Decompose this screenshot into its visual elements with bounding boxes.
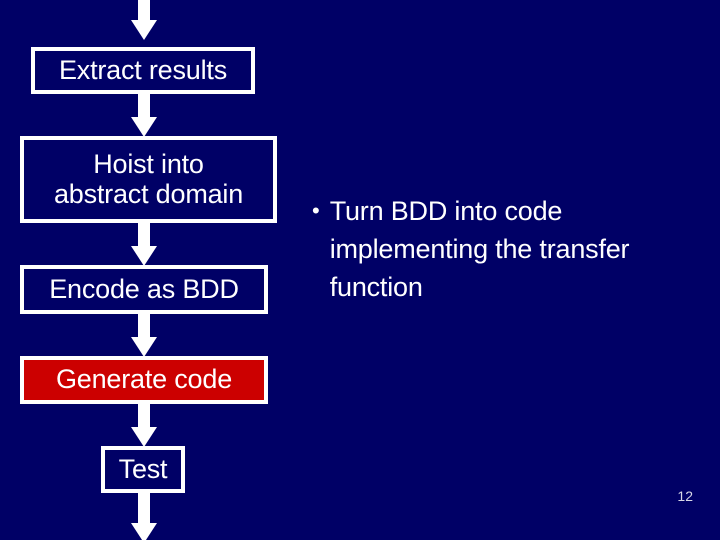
flowchart-node-hoist-into-abstract-domain[interactable]: Hoist into abstract domain: [20, 136, 277, 223]
arrow-shaft: [138, 314, 150, 337]
arrow-encode-as-bdd-to-generate-code: [131, 314, 157, 357]
arrow-out-of-test: [131, 493, 157, 540]
flowchart-node-generate-code[interactable]: Generate code: [20, 356, 268, 404]
arrow-generate-code-to-test: [131, 404, 157, 447]
flowchart-node-test[interactable]: Test: [101, 446, 185, 493]
arrow-head-down-icon: [131, 20, 157, 40]
arrow-extract-results-to-hoist: [131, 94, 157, 137]
page-number: 12: [677, 488, 693, 504]
bullet-marker-icon: •: [312, 198, 320, 223]
bullet-item-text: Turn BDD into code implementing the tran…: [329, 196, 630, 302]
arrow-head-down-icon: [131, 246, 157, 266]
flowchart-node-extract-results[interactable]: Extract results: [31, 47, 255, 94]
arrow-shaft: [138, 404, 150, 427]
arrow-into-extract-results: [131, 0, 157, 40]
flowchart-node-encode-as-bdd[interactable]: Encode as BDD: [20, 265, 268, 314]
arrow-head-down-icon: [131, 427, 157, 447]
arrow-shaft: [138, 0, 150, 20]
bullet-list: • Turn BDD into code implementing the tr…: [312, 192, 662, 306]
arrow-shaft: [138, 223, 150, 246]
arrow-head-down-icon: [131, 117, 157, 137]
arrow-head-down-icon: [131, 337, 157, 357]
arrow-head-down-icon: [131, 523, 157, 540]
arrow-shaft: [138, 493, 150, 523]
arrow-shaft: [138, 94, 150, 117]
arrow-hoist-to-encode-as-bdd: [131, 223, 157, 266]
